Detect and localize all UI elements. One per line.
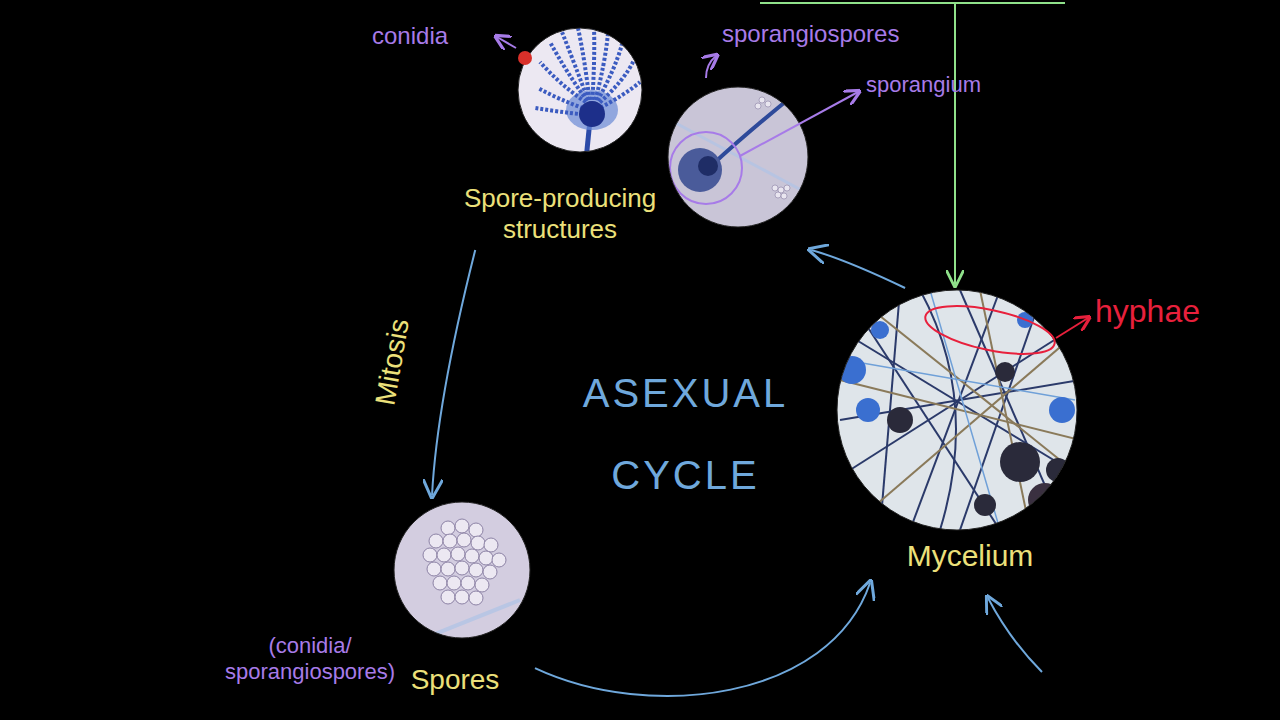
cursor-dot — [518, 51, 532, 65]
cycle-arrow — [432, 250, 475, 495]
leader-line — [706, 56, 716, 78]
hyphae-outline — [921, 297, 1058, 364]
part-label: sporangium — [866, 72, 981, 98]
spores-node: (conidia/ sporangiospores)Spores — [205, 495, 535, 710]
edge-label: Mitosis — [370, 313, 417, 410]
input-arrow — [954, 3, 956, 284]
conidiophore-micrograph — [510, 20, 650, 160]
input-line — [760, 2, 1065, 4]
part-label: hyphae — [1095, 292, 1200, 330]
micrograph-border — [668, 87, 808, 227]
mycelium-micrograph — [830, 285, 1090, 545]
micrograph-border — [837, 290, 1077, 530]
spore-structure-node: Spore-producing structures — [440, 20, 815, 250]
leader-line — [1056, 318, 1088, 338]
spore-type-label: (conidia/ sporangiospores) — [210, 633, 410, 686]
mycelium-node: Mycelium — [835, 288, 1080, 583]
part-label: conidia — [372, 22, 448, 51]
cycle-title: ASEXUAL CYCLE — [568, 352, 803, 516]
micrograph-border — [518, 28, 642, 152]
leader-line — [497, 37, 516, 48]
structure-label: Spore-producing structures — [445, 183, 675, 245]
cycle-arrow — [811, 250, 905, 288]
mycelium-label: Mycelium — [875, 538, 1065, 574]
micrograph-border — [394, 502, 530, 638]
part-label: sporangiospores — [722, 20, 899, 49]
spores-micrograph — [390, 500, 540, 650]
cycle-arrow — [535, 583, 870, 696]
leader-line — [740, 92, 858, 156]
input-arrow — [988, 598, 1042, 672]
spores-label: Spores — [400, 663, 510, 697]
sporangium-micrograph — [660, 80, 820, 240]
